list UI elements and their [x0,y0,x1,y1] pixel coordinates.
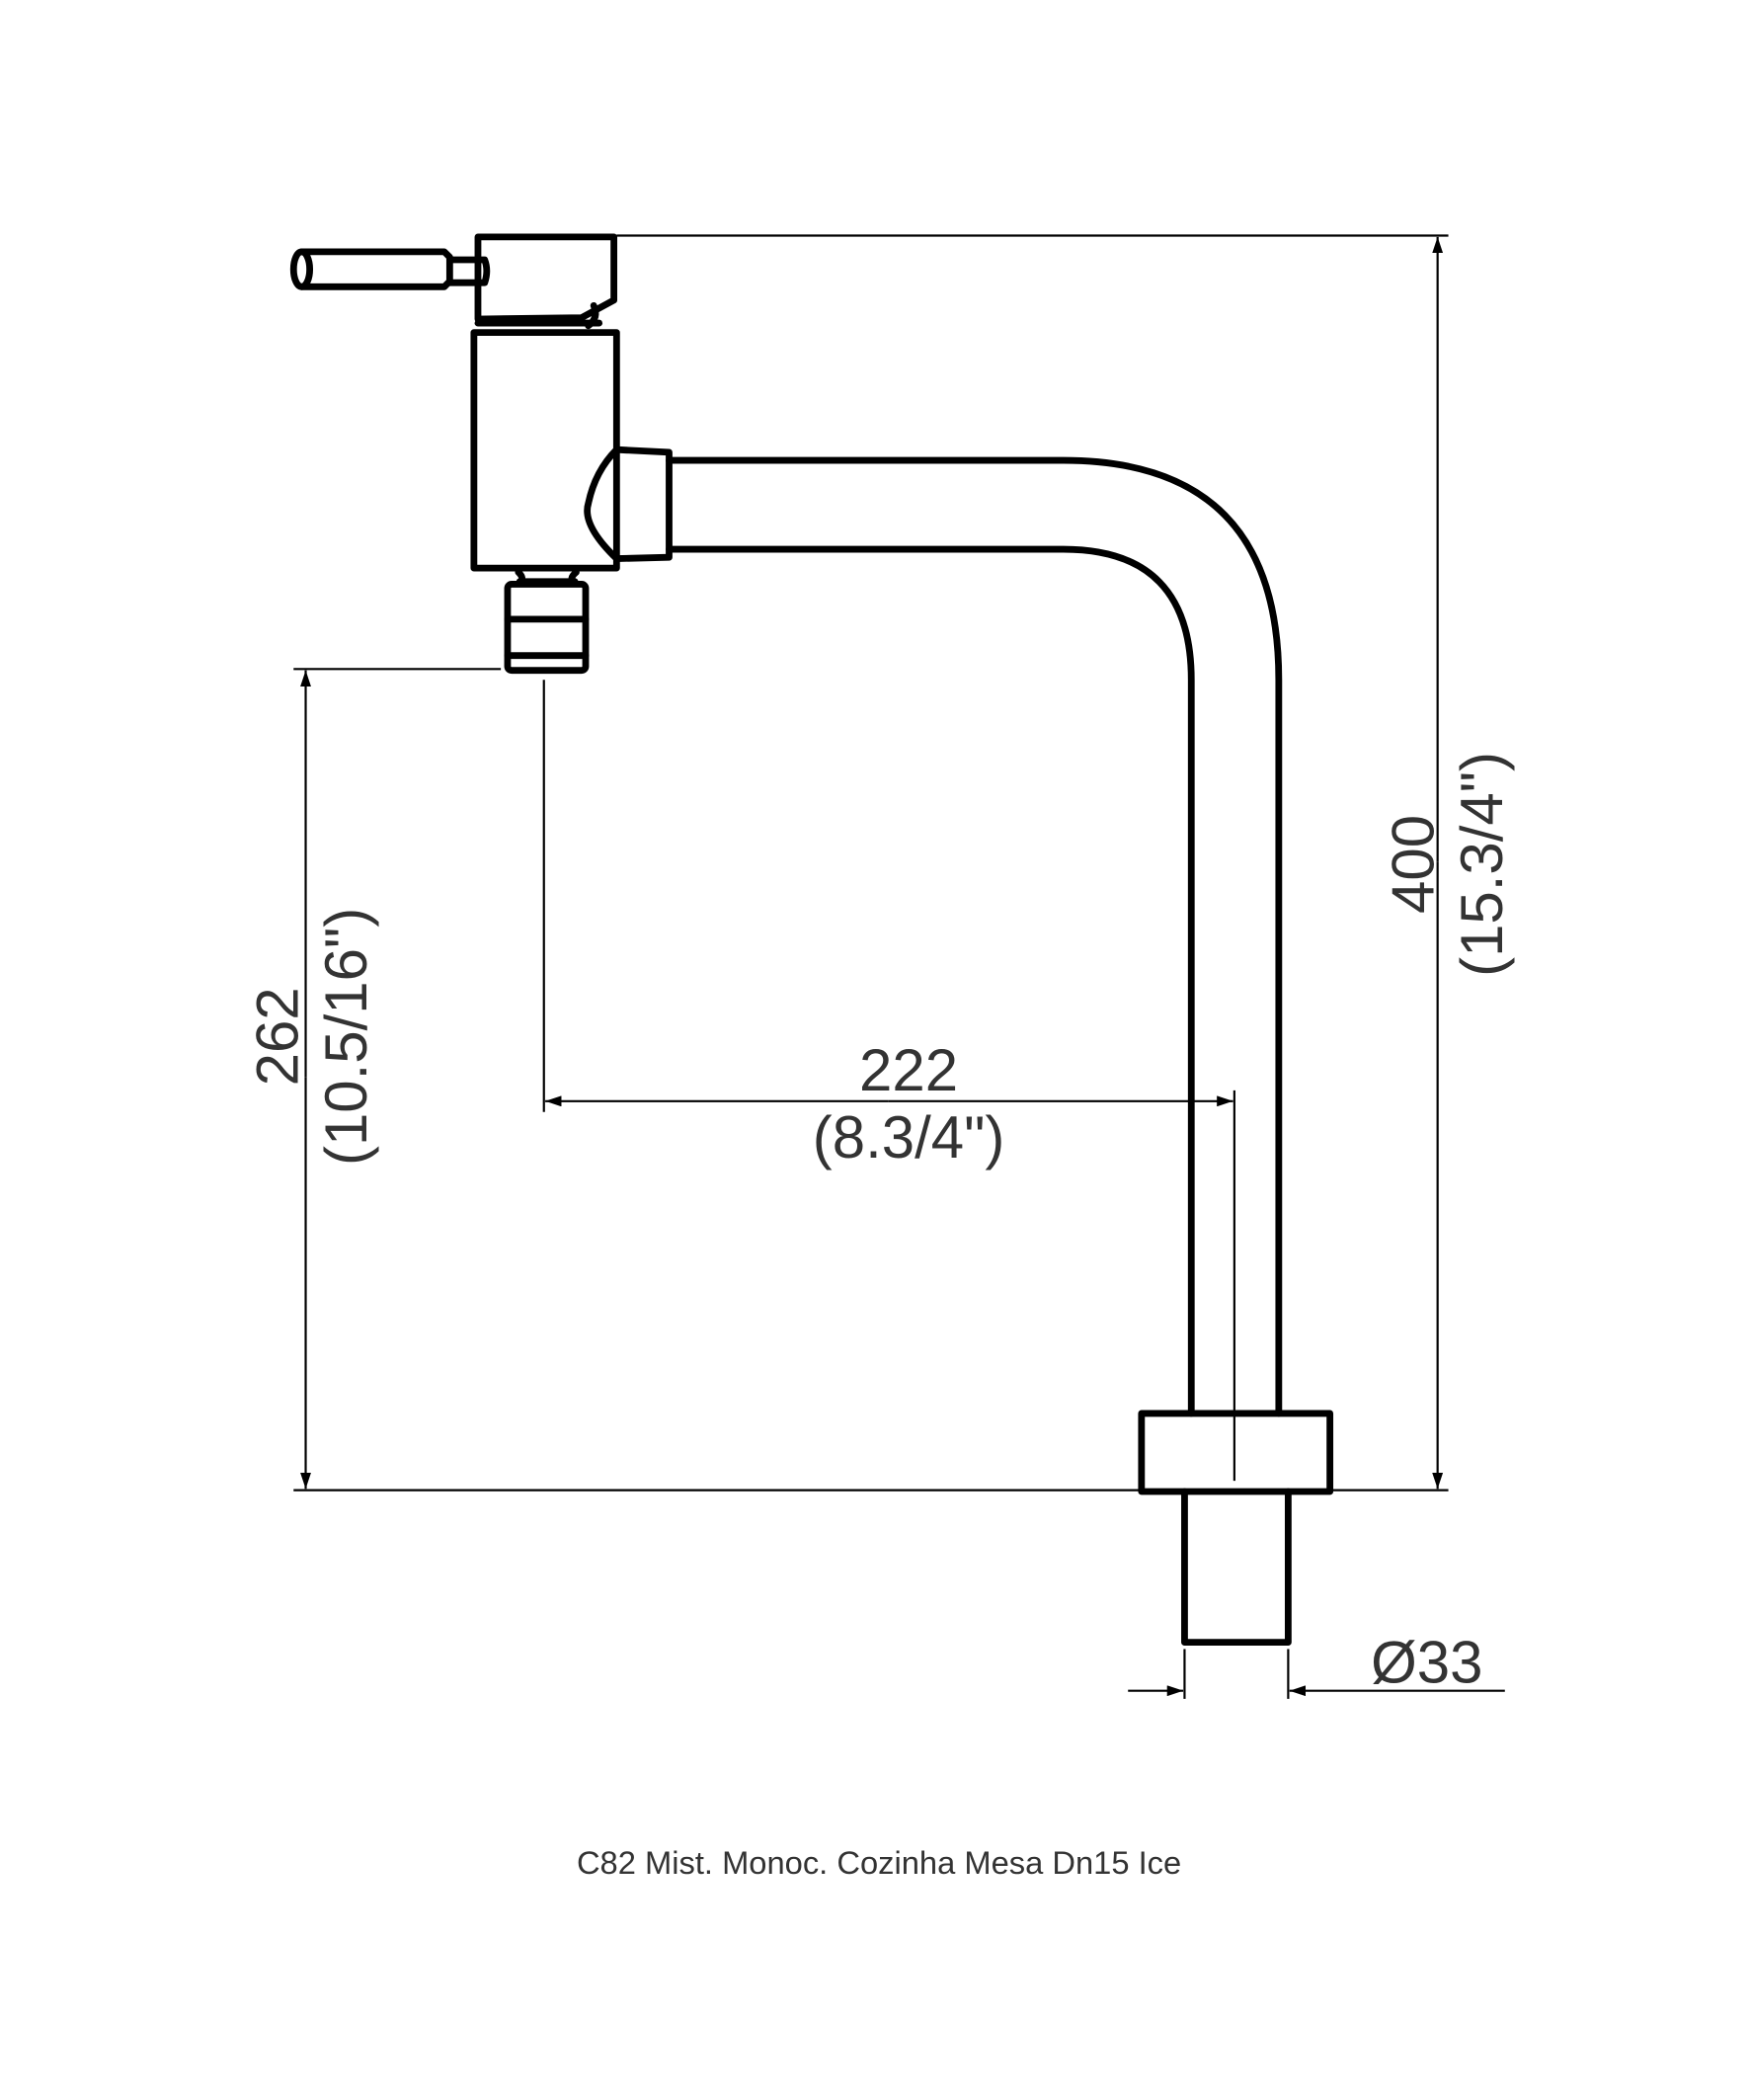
dim-222-inch: (8.3/4") [813,1104,1005,1171]
dim-222-mm: 222 [859,1037,958,1103]
dimension-lines [293,234,1505,1699]
handle-lever-end [289,248,314,290]
handle-lever [298,248,453,290]
dim-33-mm: Ø33 [1371,1630,1482,1696]
dim-400-inch: (15.3/4") [1449,752,1515,977]
spout-pipe-inner [666,545,1195,1417]
aerator [504,581,590,675]
base-ring [1138,1410,1334,1495]
faucet-outline [289,233,1334,1647]
drawing-caption: C82 Mist. Monoc. Cozinha Mesa Dn15 Ice [577,1844,1181,1881]
spout-collar [584,445,673,562]
spout-pipe-outer [666,456,1283,1417]
dim-262-mm: 262 [244,987,310,1086]
dim-400-mm: 400 [1381,815,1447,914]
dimension-labels: 400 (15.3/4") 262 (10.5/16") 222 (8.3/4"… [244,752,1515,1696]
aerator-neck [515,568,580,586]
handle-stub [445,256,491,286]
dim-262-inch: (10.5/16") [313,908,379,1166]
shank [1181,1488,1292,1647]
